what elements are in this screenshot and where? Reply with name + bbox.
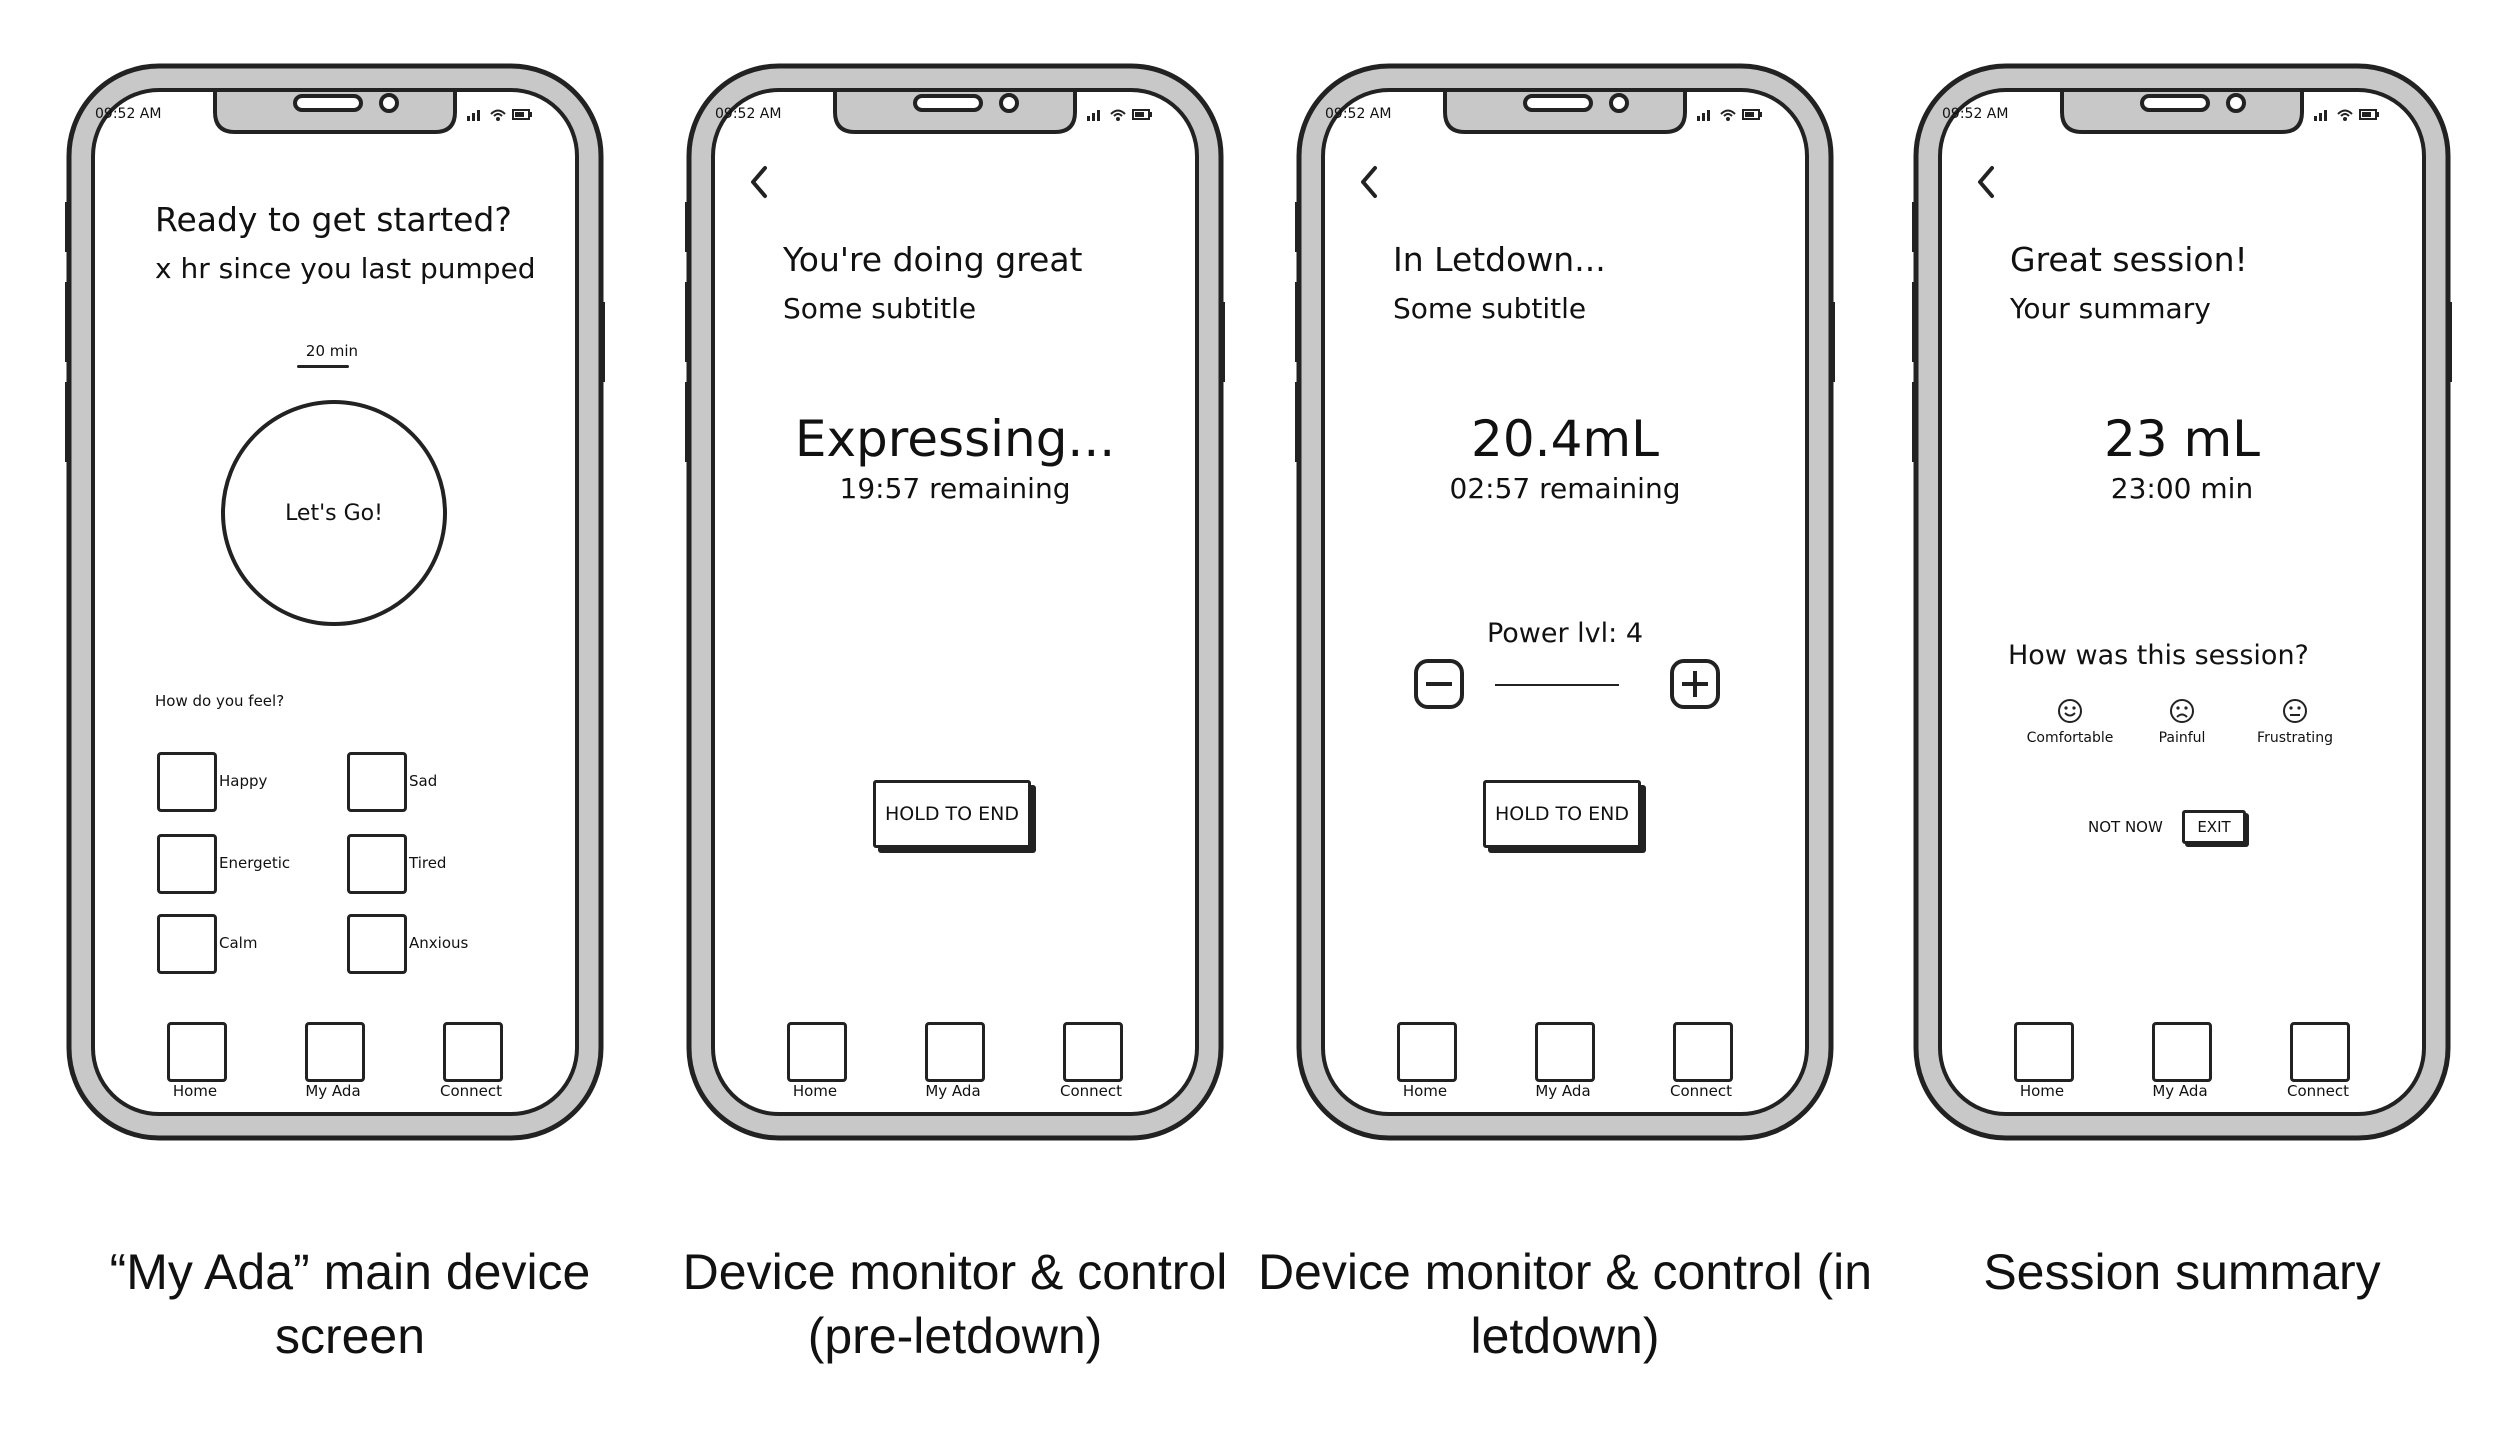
duration-underline: [297, 365, 349, 368]
power-slider-track[interactable]: [1495, 684, 1619, 686]
nav-connect-label: Connect: [439, 1082, 503, 1100]
status-icons: [2312, 106, 2382, 122]
session-duration: 23:00 min: [2110, 472, 2254, 505]
nav-connect[interactable]: [2290, 1022, 2350, 1082]
back-chevron-icon[interactable]: [745, 162, 775, 202]
page-subtitle: x hr since you last pumped: [155, 252, 536, 285]
status-text: Expressing...: [794, 410, 1116, 468]
hold-to-end-button[interactable]: HOLD TO END: [873, 780, 1031, 848]
session-question: How was this session?: [2008, 640, 2309, 671]
nav-home-label: Home: [792, 1082, 838, 1100]
phone-summary-screen: 09:52 AM Great session! Your summary 23 …: [1912, 62, 2452, 1142]
mood-label: Painful: [2158, 730, 2206, 746]
page-title: Ready to get started?: [155, 200, 512, 239]
checkbox-happy[interactable]: [157, 752, 217, 812]
volume-readout: 20.4mL: [1471, 410, 1659, 468]
nav-my-ada-label: My Ada: [925, 1082, 981, 1100]
status-time: 09:52 AM: [1325, 106, 1392, 122]
status-icons: [465, 106, 535, 122]
volume-readout: 23 mL: [2103, 410, 2261, 468]
nav-connect-label: Connect: [1669, 1082, 1733, 1100]
caption-pre-letdown: Device monitor & control (pre-letdown): [682, 1244, 1228, 1364]
feel-prompt: How do you feel?: [155, 692, 285, 710]
nav-my-ada[interactable]: [1535, 1022, 1595, 1082]
nav-home[interactable]: [2014, 1022, 2074, 1082]
checkbox-label: Tired: [409, 854, 447, 872]
nav-connect[interactable]: [1673, 1022, 1733, 1082]
nav-my-ada-label: My Ada: [1535, 1082, 1591, 1100]
exit-button[interactable]: EXIT: [2182, 810, 2246, 844]
nav-my-ada[interactable]: [925, 1022, 985, 1082]
checkbox-sad[interactable]: [347, 752, 407, 812]
checkbox-anxious[interactable]: [347, 914, 407, 974]
minus-icon[interactable]: [1413, 658, 1465, 710]
hold-to-end-label: HOLD TO END: [885, 803, 1019, 825]
checkbox-energetic[interactable]: [157, 834, 217, 894]
smile-icon[interactable]: [2057, 698, 2083, 724]
phone-pre-letdown-screen: 09:52 AM You're doing great Some subtitl…: [685, 62, 1225, 1142]
neutral-face-icon[interactable]: [2282, 698, 2308, 724]
remaining-time: 02:57 remaining: [1449, 472, 1681, 505]
status-time: 09:52 AM: [1942, 106, 2009, 122]
mood-label: Comfortable: [2026, 730, 2114, 746]
phone-main-screen: 09:52 AM Ready to get started? x hr sinc…: [65, 62, 605, 1142]
hold-to-end-button[interactable]: HOLD TO END: [1483, 780, 1641, 848]
nav-connect-label: Connect: [1059, 1082, 1123, 1100]
power-level-label: Power lvl: 4: [1486, 618, 1644, 649]
page-title: In Letdown...: [1393, 240, 1606, 279]
status-icons: [1695, 106, 1765, 122]
nav-connect[interactable]: [1063, 1022, 1123, 1082]
exit-label: EXIT: [2197, 818, 2231, 836]
frown-icon[interactable]: [2169, 698, 2195, 724]
back-chevron-icon[interactable]: [1972, 162, 2002, 202]
checkbox-label: Calm: [219, 934, 258, 952]
caption-letdown: Device monitor & control (in letdown): [1257, 1244, 1873, 1364]
back-chevron-icon[interactable]: [1355, 162, 1385, 202]
nav-connect-label: Connect: [2286, 1082, 2350, 1100]
status-time: 09:52 AM: [715, 106, 782, 122]
nav-home-label: Home: [2019, 1082, 2065, 1100]
duration-selector[interactable]: 20 min: [305, 342, 359, 360]
phone-letdown-screen: 09:52 AM In Letdown... Some subtitle 20.…: [1295, 62, 1835, 1142]
caption-summary: Session summary: [1983, 1244, 2381, 1300]
page-subtitle: Your summary: [2010, 292, 2211, 325]
lets-go-button[interactable]: Let's Go!: [221, 400, 447, 626]
nav-my-ada-label: My Ada: [2152, 1082, 2208, 1100]
page-subtitle: Some subtitle: [1393, 292, 1587, 325]
mood-label: Frustrating: [2257, 730, 2333, 746]
nav-my-ada[interactable]: [2152, 1022, 2212, 1082]
checkbox-label: Happy: [219, 772, 268, 790]
lets-go-label: Let's Go!: [285, 500, 383, 526]
phone-frame: [1295, 62, 1835, 1142]
checkbox-tired[interactable]: [347, 834, 407, 894]
nav-home[interactable]: [167, 1022, 227, 1082]
page-title: Great session!: [2010, 240, 2248, 279]
status-time: 09:52 AM: [95, 106, 162, 122]
plus-icon[interactable]: [1669, 658, 1721, 710]
nav-my-ada[interactable]: [305, 1022, 365, 1082]
not-now-link[interactable]: NOT NOW: [2088, 818, 2163, 836]
nav-my-ada-label: My Ada: [305, 1082, 361, 1100]
phone-frame: [1912, 62, 2452, 1142]
nav-home-label: Home: [1402, 1082, 1448, 1100]
hold-to-end-label: HOLD TO END: [1495, 803, 1629, 825]
nav-home[interactable]: [787, 1022, 847, 1082]
checkbox-label: Energetic: [219, 854, 291, 872]
checkbox-label: Anxious: [409, 934, 469, 952]
status-icons: [1085, 106, 1155, 122]
caption-main: “My Ada” main device screen: [109, 1244, 591, 1364]
phone-frame: [685, 62, 1225, 1142]
page-title: You're doing great: [783, 240, 1083, 279]
checkbox-label: Sad: [409, 772, 438, 790]
nav-home-label: Home: [172, 1082, 218, 1100]
checkbox-calm[interactable]: [157, 914, 217, 974]
remaining-time: 19:57 remaining: [839, 472, 1071, 505]
page-subtitle: Some subtitle: [783, 292, 977, 325]
nav-connect[interactable]: [443, 1022, 503, 1082]
nav-home[interactable]: [1397, 1022, 1457, 1082]
